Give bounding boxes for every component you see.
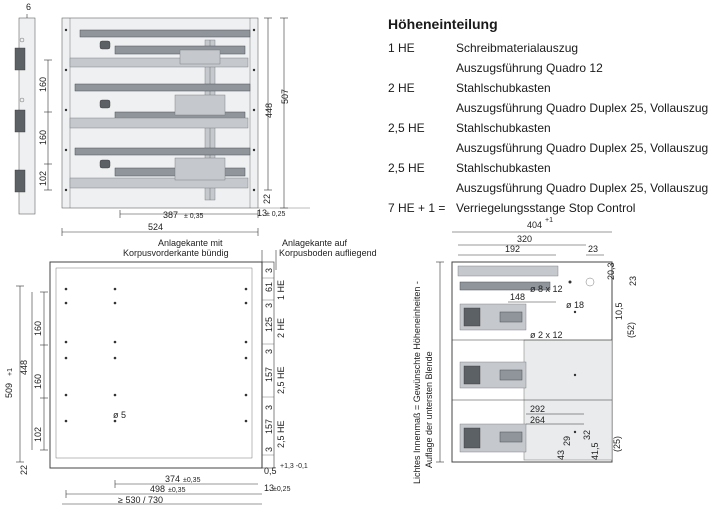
hole-18: ø 18 <box>566 300 584 310</box>
dim-3-b: 3 <box>264 303 274 308</box>
dim-41-5: 41,5 <box>590 442 600 460</box>
dim-23-top: 23 <box>588 244 598 254</box>
drawer-runner <box>69 147 251 189</box>
dim-264: 264 <box>530 415 545 425</box>
dim-160-top: 160 <box>38 77 48 92</box>
side-view-drawing: 404 +1 320 192 23 <box>412 217 638 484</box>
dim-148: 148 <box>510 292 525 302</box>
dim-160-front-a: 160 <box>33 321 43 336</box>
label-bottom-edge-2: Korpusboden aufliegend <box>279 248 377 258</box>
dim-404: 404 <box>527 220 542 230</box>
dim-320: 320 <box>517 234 532 244</box>
hole-grid <box>64 287 248 423</box>
dim-25: (25) <box>612 436 622 452</box>
dim-404-tol: +1 <box>545 217 553 224</box>
dim-3-a: 3 <box>264 268 274 273</box>
dim-32: 32 <box>582 430 592 440</box>
dim-498: 498 <box>150 484 165 494</box>
profile-clip <box>14 109 26 133</box>
he-label-1: 1 HE <box>276 280 286 300</box>
dim-387-tol: ± 0,35 <box>184 213 204 220</box>
label-front-edge-1: Anlagekante mit <box>158 238 223 248</box>
dim-387: 387 <box>163 210 178 220</box>
dim-13-top-tol: ± 0,25 <box>266 211 286 218</box>
dim-6: 6 <box>26 2 31 12</box>
dim-13-top: 13 <box>257 208 267 218</box>
label-front-edge-2: Korpusvorderkante bündig <box>123 248 229 258</box>
dim-05: 0,5 <box>264 466 277 476</box>
legend-title: Höheneinteilung <box>388 16 498 32</box>
dim-3-d: 3 <box>264 405 274 410</box>
dim-524: 524 <box>148 222 163 232</box>
dim-509: 509 <box>4 383 14 398</box>
dim-292: 292 <box>530 404 545 414</box>
dim-507: 507 <box>280 89 290 104</box>
vertical-label-1: Lichtes Innenmaß = Gewünschte Höheneinhe… <box>412 281 422 484</box>
he-column: 3 61 1 HE 3 125 2 HE 3 157 2,5 HE 3 157 … <box>262 268 286 456</box>
dim-448-top: 448 <box>264 103 274 118</box>
hole-diameter-5: ø 5 <box>113 410 126 420</box>
legend-row: Auszugsführung Quadro Duplex 25, Vollaus… <box>456 181 709 195</box>
dim-61: 61 <box>264 282 274 292</box>
hole-2x12: ø 2 x 12 <box>530 330 563 340</box>
front-view-drawing: Anlagekante mit Korpusvorderkante bündig… <box>4 238 377 505</box>
dim-3-c: 3 <box>264 349 274 354</box>
dim-52: (52) <box>626 322 636 338</box>
legend-row: Auszugsführung Quadro Duplex 25, Vollaus… <box>456 141 709 155</box>
dim-530-730: ≥ 530 / 730 <box>118 495 163 505</box>
dim-102: 102 <box>38 171 48 186</box>
dim-102-front: 102 <box>33 427 43 442</box>
he-label-2: 2 HE <box>276 318 286 338</box>
dim-22-front: 22 <box>19 465 29 475</box>
label-bottom-edge-1: Anlagekante auf <box>282 238 348 248</box>
dim-157-a: 157 <box>264 367 274 382</box>
side-runner <box>459 361 527 389</box>
top-view-drawing: 6 160 160 102 <box>14 2 310 236</box>
dim-23-side: 23 <box>628 276 638 286</box>
pin-holes <box>64 28 256 192</box>
side-runner <box>459 423 527 453</box>
he-label-25a: 2,5 HE <box>276 366 286 394</box>
drawer-runner <box>69 29 251 68</box>
dim-448-front: 448 <box>19 360 29 375</box>
drawer-runner <box>69 83 251 129</box>
dim-13-front: 13 <box>264 483 274 493</box>
dim-160-mid: 160 <box>38 130 48 145</box>
legend-row: Auszugsführung Quadro Duplex 25, Vollaus… <box>456 101 709 115</box>
dim-29: 29 <box>562 436 572 446</box>
dim-498-tol: ±0,35 <box>168 487 186 494</box>
dim-125: 125 <box>264 317 274 332</box>
dim-05-tol: +1,3 -0,1 <box>280 463 308 470</box>
dim-10-5: 10,5 <box>614 302 624 320</box>
dim-192: 192 <box>505 244 520 254</box>
dim-22-top: 22 <box>262 194 272 204</box>
dim-20-3: 20,3 <box>606 262 616 280</box>
hole-circle <box>585 277 595 287</box>
he-label-25b: 2,5 HE <box>276 420 286 448</box>
dim-160-front-b: 160 <box>33 374 43 389</box>
hole-8x12: ø 8 x 12 <box>530 284 563 294</box>
dim-3-e: 3 <box>264 447 274 452</box>
legend-row: 7 HE + 1 =Verriegelungsstange Stop Contr… <box>388 201 636 215</box>
dim-374-tol: ±0,35 <box>183 477 201 484</box>
dim-43: 43 <box>556 450 566 460</box>
dim-374: 374 <box>165 474 180 484</box>
profile-clip <box>14 47 26 71</box>
legend-row: Auszugsführung Quadro 12 <box>456 61 603 75</box>
vertical-label-2: Auflage der untersten Blende <box>424 351 434 468</box>
front-frame <box>49 261 263 469</box>
dim-13-front-tol: ±0,25 <box>273 486 291 493</box>
dim-157-b: 157 <box>264 419 274 434</box>
dim-509-tol: +1 <box>7 368 14 376</box>
profile-clip <box>14 169 26 193</box>
side-runner <box>457 265 559 331</box>
